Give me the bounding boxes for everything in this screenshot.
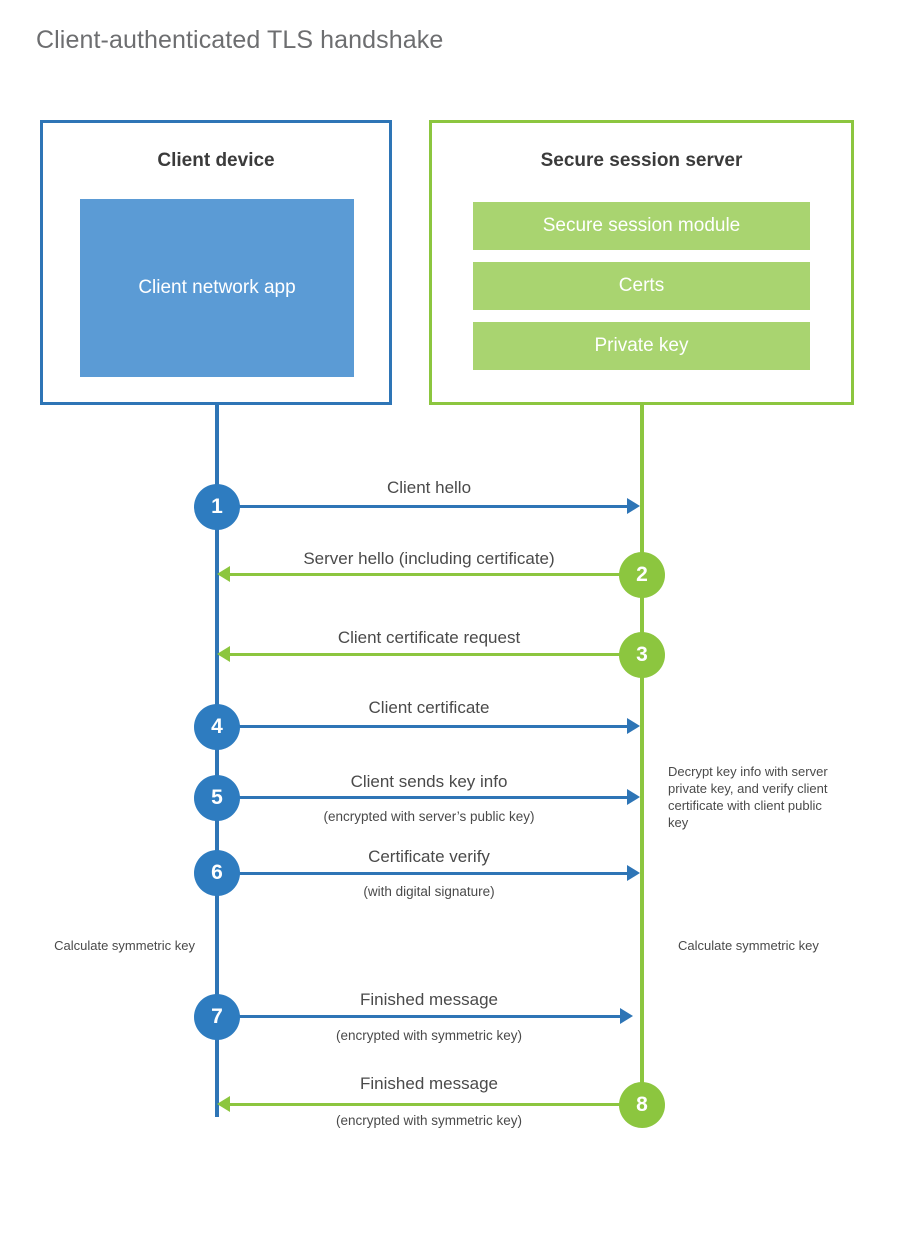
- step-7-badge[interactable]: 7: [194, 994, 240, 1040]
- step-4-arrow-line: [217, 725, 628, 728]
- client-device-title: Client device: [157, 150, 275, 171]
- step-2-badge[interactable]: 2: [619, 552, 665, 598]
- step-8-badge[interactable]: 8: [619, 1082, 665, 1128]
- step-3-arrow-line: [228, 653, 628, 656]
- step-5-badge[interactable]: 5: [194, 775, 240, 821]
- page-title: Client-authenticated TLS handshake: [36, 26, 444, 54]
- step-1-arrow-head: [627, 498, 640, 514]
- secure-session-server-box: Secure session server Secure session mod…: [429, 120, 854, 405]
- step-6-arrow-head: [627, 865, 640, 881]
- server-component-certs: Certs: [473, 262, 810, 310]
- step-7-arrow-head: [620, 1008, 633, 1024]
- step-7-sublabel: (encrypted with symmetric key): [335, 1028, 523, 1043]
- step-5-arrow-head: [627, 789, 640, 805]
- step-1-label: Client hello: [386, 478, 472, 497]
- step-8-sublabel: (encrypted with symmetric key): [335, 1113, 523, 1128]
- client-network-app-block: Client network app: [80, 199, 354, 377]
- server-component-private-key: Private key: [473, 322, 810, 370]
- step-3-label: Client certificate request: [337, 628, 521, 647]
- step-1-badge[interactable]: 1: [194, 484, 240, 530]
- step-5-sublabel: (encrypted with server’s public key): [323, 809, 535, 824]
- step-2-label: Server hello (including certificate): [303, 549, 555, 568]
- secure-session-server-title: Secure session server: [540, 150, 743, 171]
- step-4-arrow-head: [627, 718, 640, 734]
- client-lifeline: [215, 405, 219, 1117]
- step-8-arrow-line: [228, 1103, 628, 1106]
- step-3-badge[interactable]: 3: [619, 632, 665, 678]
- step-6-sublabel: (with digital signature): [363, 884, 495, 899]
- step-6-badge[interactable]: 6: [194, 850, 240, 896]
- step-7-label: Finished message: [360, 990, 498, 1009]
- step-6-label: Certificate verify: [368, 847, 490, 866]
- step-5-label: Client sends key info: [350, 772, 508, 791]
- step-7-arrow-line: [217, 1015, 621, 1018]
- server-calculate-symmetric-key-note: Calculate symmetric key: [678, 938, 819, 953]
- step-1-arrow-line: [217, 505, 628, 508]
- client-calculate-symmetric-key-note: Calculate symmetric key: [54, 938, 195, 953]
- step-5-arrow-line: [217, 796, 628, 799]
- client-device-box: Client device Client network app: [40, 120, 392, 405]
- step-4-label: Client certificate: [368, 698, 490, 717]
- step-8-arrow-head: [217, 1096, 230, 1112]
- step-8-label: Finished message: [360, 1074, 498, 1093]
- server-decrypt-note: Decrypt key info with server private key…: [668, 764, 828, 830]
- server-component-secure-session-module: Secure session module: [473, 202, 810, 250]
- step-2-arrow-head: [217, 566, 230, 582]
- step-2-arrow-line: [228, 573, 628, 576]
- step-4-badge[interactable]: 4: [194, 704, 240, 750]
- server-lifeline: [640, 405, 644, 1105]
- step-3-arrow-head: [217, 646, 230, 662]
- step-6-arrow-line: [217, 872, 628, 875]
